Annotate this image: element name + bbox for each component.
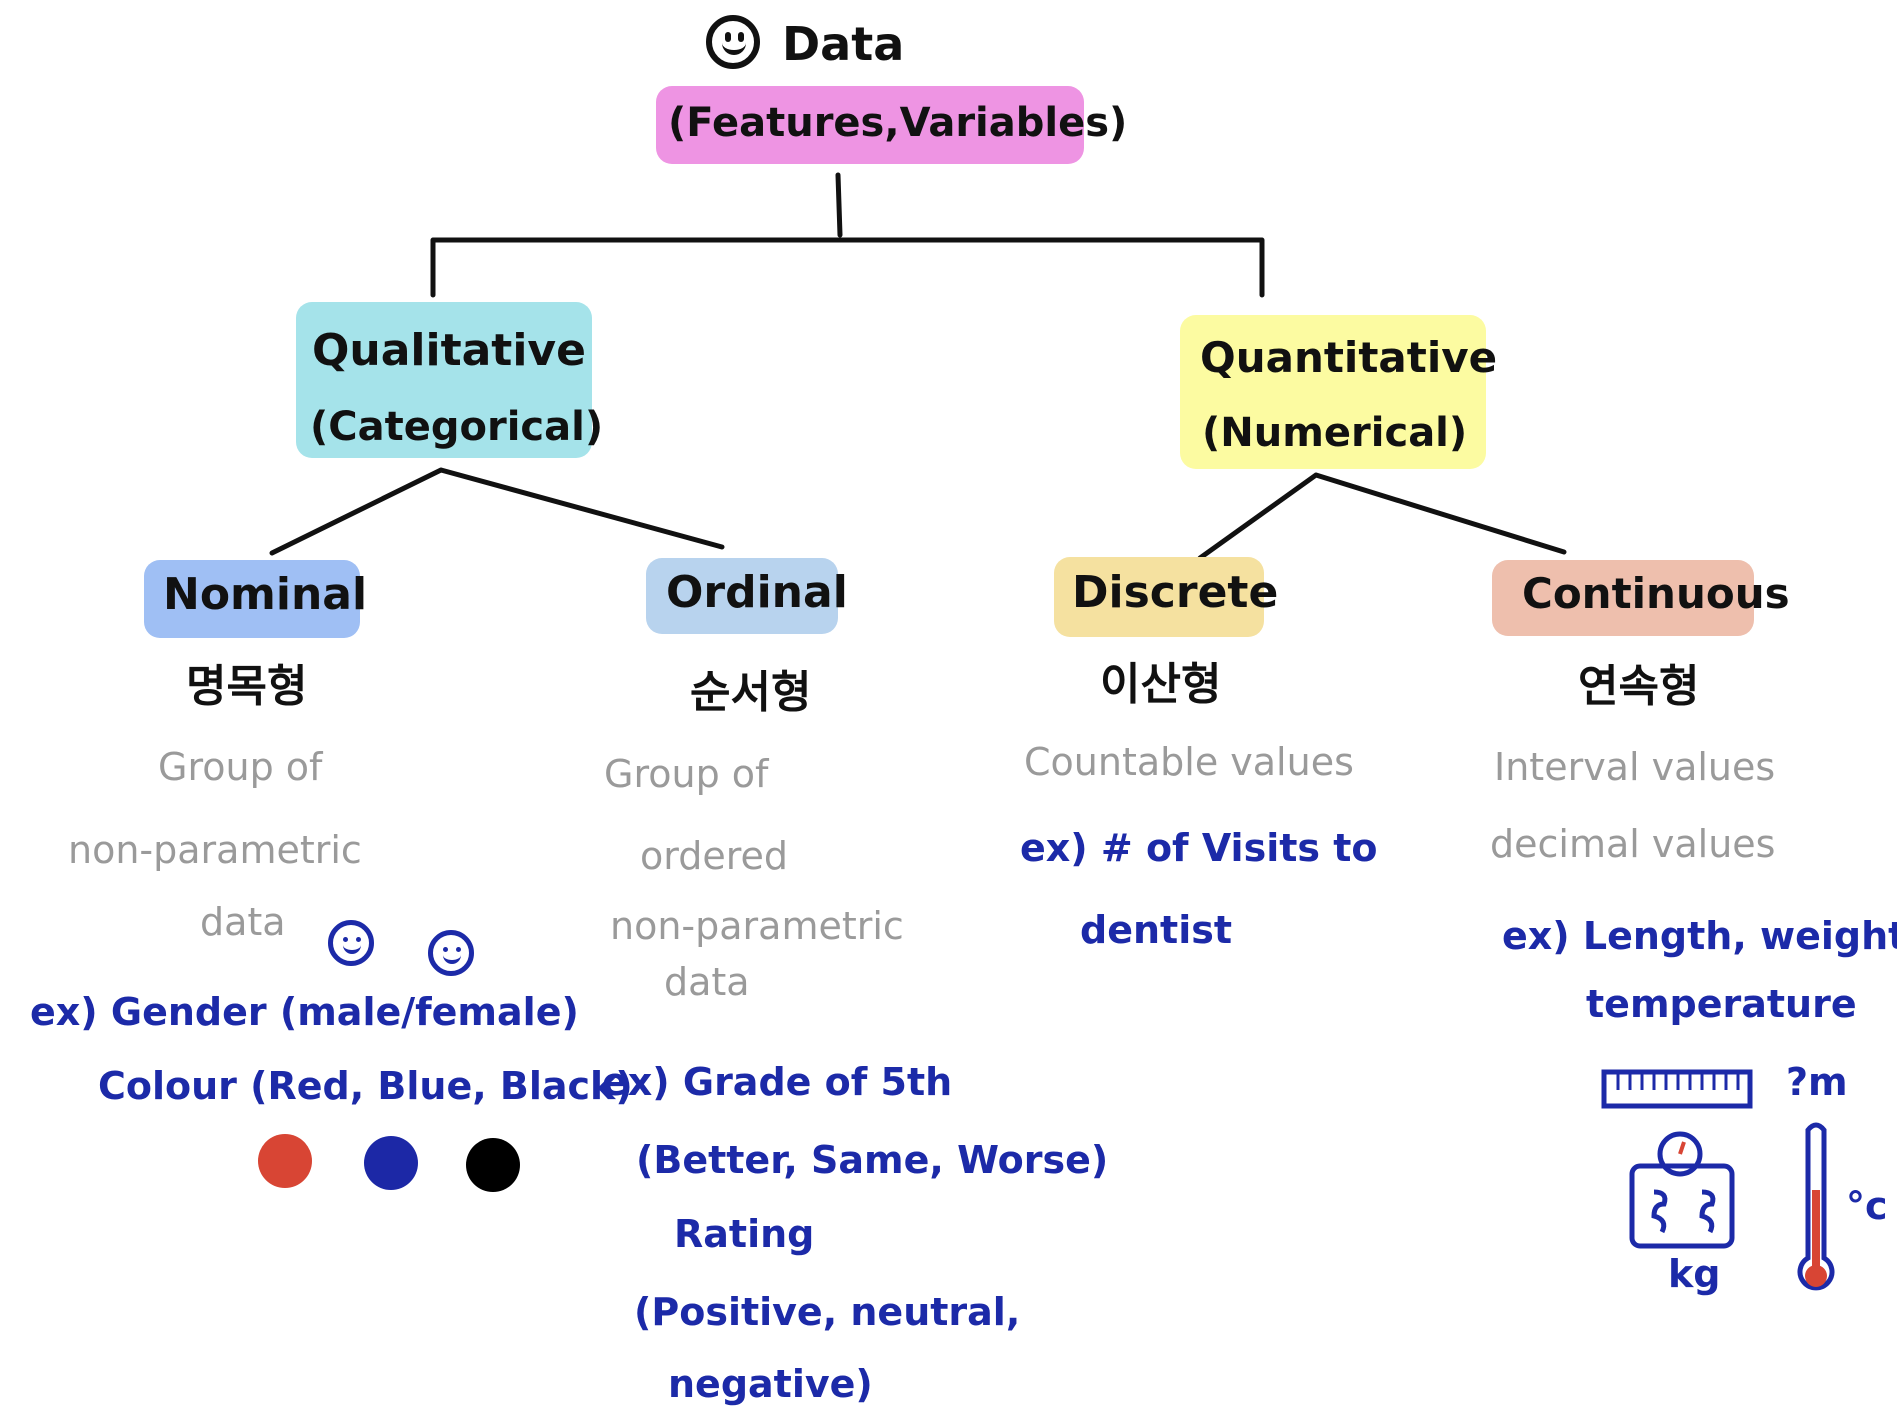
discrete-example-1: ex) # of Visits to <box>1020 826 1378 870</box>
continuous-highlight <box>1492 560 1754 636</box>
discrete-korean: 이산형 <box>1100 659 1222 710</box>
root-title: Data <box>782 17 905 71</box>
root-connector <box>430 172 1265 298</box>
ordinal-example-5: negative) <box>668 1362 873 1406</box>
continuous-title: Continuous <box>1522 569 1790 618</box>
ruler-icon <box>1601 1069 1753 1109</box>
continuous-desc-2: decimal values <box>1490 822 1776 866</box>
boy-face-icon <box>328 920 374 966</box>
continuous-korean: 연속형 <box>1578 661 1700 712</box>
nominal-desc-1: Group of <box>158 745 323 789</box>
ordinal-korean: 순서형 <box>690 667 812 718</box>
discrete-desc-1: Countable values <box>1024 740 1354 784</box>
quantitative-highlight <box>1180 315 1486 469</box>
ordinal-desc-4: data <box>664 960 750 1004</box>
qualitative-title: Qualitative <box>312 325 586 376</box>
discrete-example-2: dentist <box>1080 908 1232 952</box>
nominal-desc-2: non-parametric <box>68 828 362 872</box>
continuous-desc-1: Interval values <box>1494 745 1776 789</box>
nominal-title: Nominal <box>163 569 368 620</box>
temperature-unit: °c <box>1846 1184 1888 1228</box>
smiley-icon <box>706 15 760 69</box>
qualitative-connector <box>269 467 725 556</box>
weight-unit: kg <box>1668 1252 1721 1296</box>
quantitative-title: Quantitative <box>1200 333 1498 382</box>
red-swatch <box>258 1134 312 1188</box>
ordinal-example-2: (Better, Same, Worse) <box>636 1138 1109 1182</box>
discrete-title: Discrete <box>1072 567 1279 618</box>
nominal-highlight <box>144 560 360 638</box>
ordinal-example-4: (Positive, neutral, <box>634 1290 1021 1334</box>
ordinal-highlight <box>646 558 838 634</box>
qualitative-highlight <box>296 302 592 458</box>
nominal-example-1: ex) Gender (male/female) <box>30 990 579 1034</box>
root-subtitle: (Features,Variables) <box>668 100 1128 146</box>
nominal-example-2: Colour (Red, Blue, Black) <box>98 1064 633 1108</box>
root-highlight <box>656 86 1084 164</box>
quantitative-subtitle: (Numerical) <box>1202 410 1468 456</box>
continuous-example-2: temperature <box>1586 982 1857 1026</box>
ordinal-desc-3: non-parametric <box>610 904 904 948</box>
qualitative-subtitle: (Categorical) <box>310 404 604 450</box>
quantitative-connector <box>1197 472 1567 561</box>
nominal-desc-3: data <box>200 900 286 944</box>
ordinal-example-1: ex) Grade of 5th <box>602 1060 953 1104</box>
ordinal-desc-2: ordered <box>640 834 788 878</box>
scale-icon <box>1629 1131 1735 1249</box>
black-swatch <box>466 1138 520 1192</box>
discrete-highlight <box>1054 557 1264 637</box>
thermometer-icon <box>1797 1122 1835 1291</box>
ordinal-desc-1: Group of <box>604 752 769 796</box>
blue-swatch <box>364 1136 418 1190</box>
ordinal-example-3: Rating <box>674 1212 815 1256</box>
continuous-example-1: ex) Length, weight, <box>1502 914 1897 958</box>
nominal-korean: 명목형 <box>186 661 308 712</box>
girl-face-icon <box>428 930 474 976</box>
ordinal-title: Ordinal <box>666 567 848 618</box>
length-unit: ?m <box>1786 1060 1848 1104</box>
